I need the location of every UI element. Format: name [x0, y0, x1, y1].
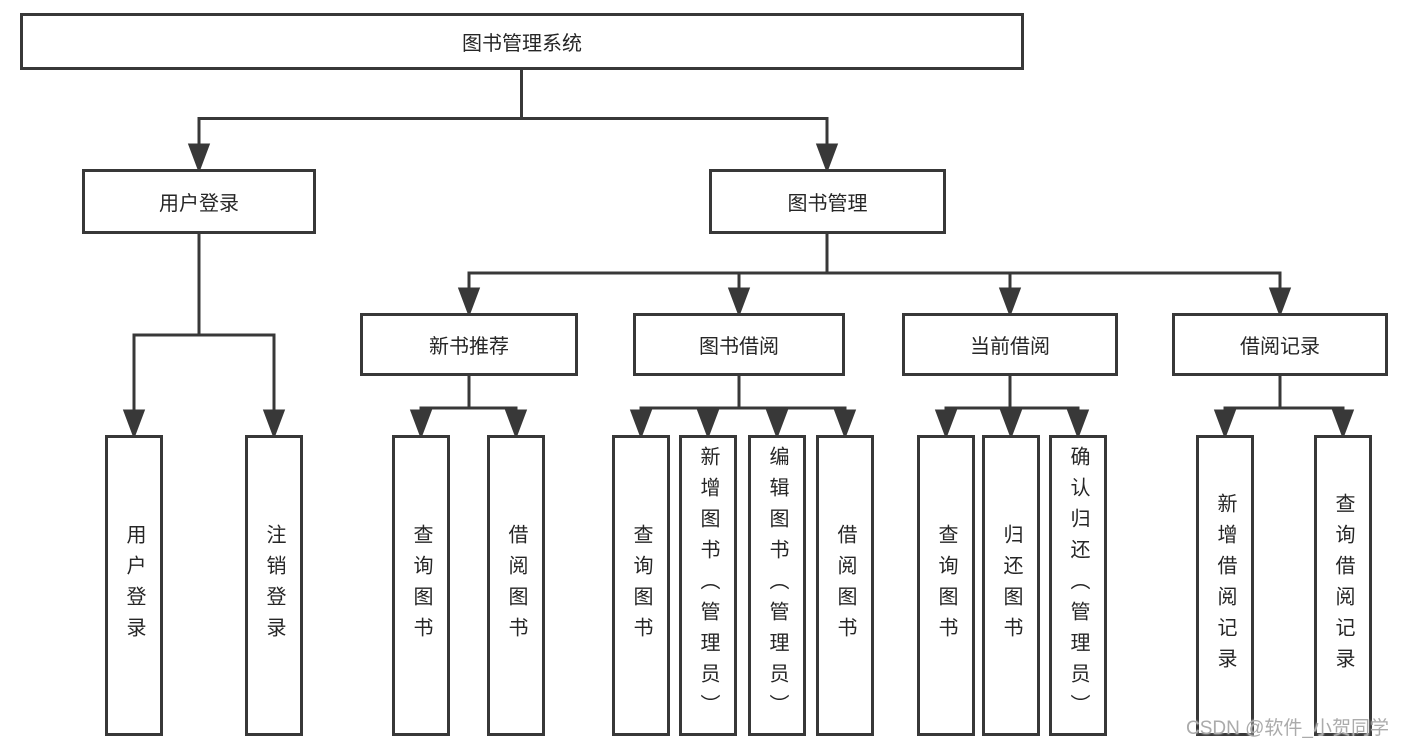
node-borrow-records: 借阅记录	[1172, 313, 1388, 376]
leaf-confirm-return-admin-label: 确认归还（管理员）	[1067, 446, 1089, 725]
leaf-add-borrow-record: 新增借阅记录	[1196, 435, 1254, 736]
node-borrow-records-label: 借阅记录	[1240, 336, 1320, 358]
leaf-logout-label: 注销登录	[263, 523, 285, 648]
arrowhead	[833, 409, 857, 440]
connector-root-to-level2	[197, 70, 829, 148]
leaf-current-query-books-label: 查询图书	[935, 523, 957, 648]
node-root-system: 图书管理系统	[20, 13, 1024, 70]
leaf-confirm-return-admin: 确认归还（管理员）	[1049, 435, 1107, 736]
node-book-borrow-label: 图书借阅	[699, 336, 779, 358]
arrowhead	[815, 143, 839, 174]
node-current-borrow: 当前借阅	[902, 313, 1118, 376]
arrowhead	[187, 143, 211, 174]
arrowhead	[998, 287, 1022, 318]
leaf-borrow-query-books: 查询图书	[612, 435, 670, 736]
arrowhead	[696, 409, 720, 440]
connector-borrow-records	[1223, 376, 1345, 414]
arrowhead	[122, 409, 146, 440]
node-current-borrow-label: 当前借阅	[970, 336, 1050, 358]
leaf-return-books-label: 归还图书	[1000, 523, 1022, 648]
leaf-user-login-label: 用户登录	[123, 523, 145, 648]
connector-user-login	[132, 234, 276, 414]
arrowhead	[1066, 409, 1090, 440]
leaf-newbook-query-books-label: 查询图书	[410, 523, 432, 648]
node-book-management: 图书管理	[709, 169, 946, 234]
node-root-label: 图书管理系统	[462, 33, 582, 55]
csdn-watermark: CSDN @软件_小贺同学	[1186, 718, 1389, 739]
arrowhead	[409, 409, 433, 440]
arrowhead	[1213, 409, 1237, 440]
arrowhead	[262, 409, 286, 440]
leaf-borrow-books: 借阅图书	[816, 435, 874, 736]
leaf-borrow-query-books-label: 查询图书	[630, 523, 652, 648]
leaf-query-borrow-record-label: 查询借阅记录	[1332, 492, 1354, 679]
connector-book-management	[467, 234, 1282, 292]
leaf-add-books-admin: 新增图书（管理员）	[679, 435, 737, 736]
node-user-login-label: 用户登录	[159, 193, 239, 215]
node-book-borrow: 图书借阅	[633, 313, 845, 376]
leaf-edit-books-admin: 编辑图书（管理员）	[748, 435, 806, 736]
leaf-current-query-books: 查询图书	[917, 435, 975, 736]
arrowhead	[999, 409, 1023, 440]
arrowhead	[504, 409, 528, 440]
arrowhead	[1331, 409, 1355, 440]
node-new-book-recommend-label: 新书推荐	[429, 336, 509, 358]
leaf-query-borrow-record: 查询借阅记录	[1314, 435, 1372, 736]
node-user-login: 用户登录	[82, 169, 316, 234]
leaf-newbook-borrow-books: 借阅图书	[487, 435, 545, 736]
connector-new-book	[419, 376, 518, 414]
arrowhead	[629, 409, 653, 440]
arrowhead	[1268, 287, 1292, 318]
connector-book-borrow	[639, 376, 847, 414]
leaf-add-books-admin-label: 新增图书（管理员）	[697, 446, 719, 725]
leaf-logout: 注销登录	[245, 435, 303, 736]
leaf-return-books: 归还图书	[982, 435, 1040, 736]
node-new-book-recommend: 新书推荐	[360, 313, 578, 376]
arrowhead	[765, 409, 789, 440]
leaf-user-login: 用户登录	[105, 435, 163, 736]
leaf-edit-books-admin-label: 编辑图书（管理员）	[766, 446, 788, 725]
leaf-newbook-borrow-books-label: 借阅图书	[505, 523, 527, 648]
arrowhead	[727, 287, 751, 318]
leaf-newbook-query-books: 查询图书	[392, 435, 450, 736]
leaf-add-borrow-record-label: 新增借阅记录	[1214, 492, 1236, 679]
connector-current-borrow	[944, 376, 1080, 414]
arrowhead	[934, 409, 958, 440]
node-book-management-label: 图书管理	[787, 193, 868, 215]
arrowhead	[457, 287, 481, 318]
leaf-borrow-books-label: 借阅图书	[834, 523, 856, 648]
